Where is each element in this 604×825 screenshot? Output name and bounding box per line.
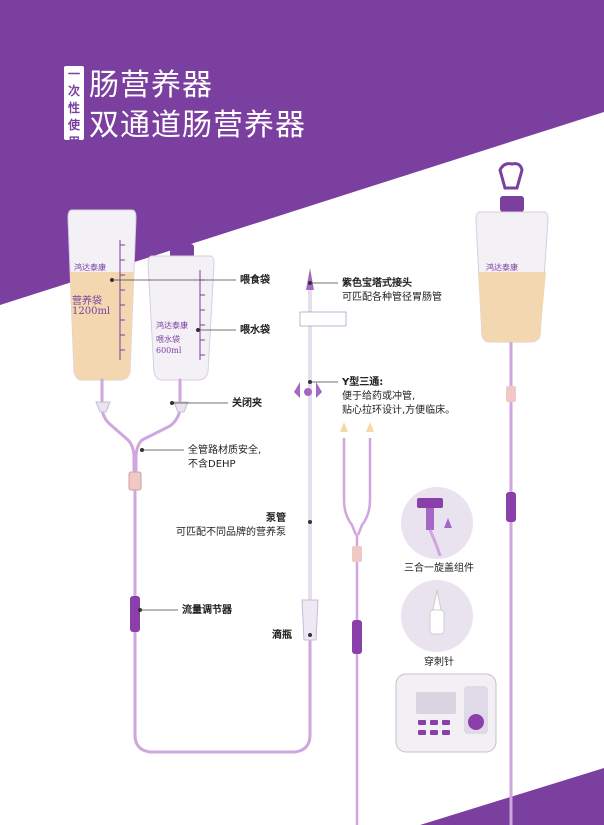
callout-dots xyxy=(110,278,312,637)
feeding-bag-label: 喂食袋 xyxy=(240,275,270,286)
y-port-desc-2: 贴心拉环设计,方便临床。 xyxy=(342,405,456,416)
disposable-badge: 一 次 性 使 用 xyxy=(64,66,84,149)
connector-label: 紫色宝塔式接头 xyxy=(342,278,412,289)
material-label-2: 不含DEHP xyxy=(188,459,236,470)
badge-char: 性 xyxy=(67,101,80,115)
spike-circle xyxy=(401,580,473,652)
small-bag-name: 喂水袋 xyxy=(156,335,180,344)
brand-label-small: 鸿达泰康 xyxy=(156,321,188,330)
drip-chamber-label: 滴瓶 xyxy=(272,630,292,641)
small-bag-volume: 600ml xyxy=(156,346,182,355)
right-bag-illustration xyxy=(475,162,549,343)
badge-char: 一 xyxy=(67,67,80,81)
spike-label: 穿刺针 xyxy=(424,657,454,668)
middle-tube xyxy=(294,268,347,641)
pump-tube-label: 泵管 xyxy=(266,513,286,524)
big-bag-volume: 1200ml xyxy=(72,306,111,317)
callout-lines xyxy=(112,279,338,611)
material-label-1: 全管路材质安全, xyxy=(188,445,262,456)
pump-device xyxy=(395,673,497,753)
y-port-label: Y型三通: xyxy=(342,377,384,388)
water-bag-label: 喂水袋 xyxy=(240,325,270,336)
brand-label-right: 鸿达泰康 xyxy=(486,263,518,272)
flow-regulator-label: 流量调节器 xyxy=(182,605,232,616)
brand-label: 鸿达泰康 xyxy=(74,263,106,272)
water-bag-illustration xyxy=(147,200,215,381)
left-fittings xyxy=(95,401,189,632)
clamp-label: 关闭夹 xyxy=(232,398,262,409)
feeding-bag-illustration xyxy=(67,164,137,381)
cap-assembly-circle xyxy=(401,487,473,559)
connector-desc: 可匹配各种管径胃肠管 xyxy=(342,292,442,303)
title-line-2: 双通道肠营养器 xyxy=(89,108,306,143)
center-fittings xyxy=(340,422,374,654)
badge-char: 次 xyxy=(67,84,80,98)
cap-assembly-label: 三合一旋盖组件 xyxy=(404,563,474,574)
badge-char: 用 xyxy=(67,135,80,149)
big-bag-name: 营养袋 xyxy=(72,296,102,307)
right-tubing xyxy=(506,342,516,825)
title-line-1: 肠营养器 xyxy=(89,68,213,103)
pump-tube-desc: 可匹配不同品牌的营养泵 xyxy=(176,527,286,538)
y-port-desc-1: 便于给药或冲管, xyxy=(342,391,416,402)
center-y-set xyxy=(342,438,372,825)
badge-char: 使 xyxy=(67,118,80,132)
left-tubing xyxy=(100,378,312,754)
